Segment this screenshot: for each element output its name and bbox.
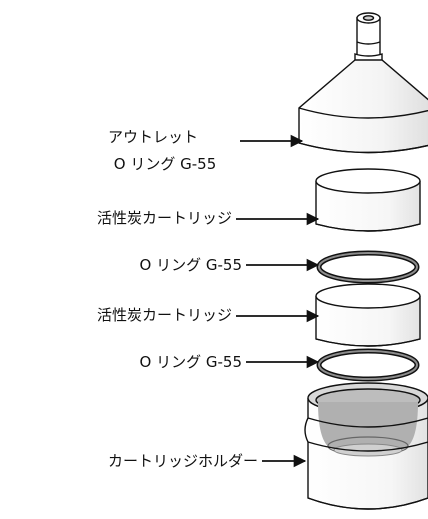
carbon-cartridge-1	[315, 168, 421, 232]
o-ring-2	[316, 250, 420, 284]
carbon-cartridge-2	[315, 283, 421, 347]
label-cartridge-holder: カートリッジホルダー	[107, 452, 258, 470]
label-outlet: アウトレット	[107, 128, 198, 146]
cartridge-holder	[304, 382, 428, 510]
label-oring-3: O リング G-55	[139, 353, 242, 371]
outlet-part	[298, 12, 428, 154]
o-ring-3	[316, 348, 420, 382]
label-carbon-cartridge-2: 活性炭カートリッジ	[96, 306, 232, 324]
label-carbon-cartridge-1: 活性炭カートリッジ	[96, 209, 232, 227]
label-oring-top: O リング G-55	[113, 155, 217, 173]
label-oring-2: O リング G-55	[139, 256, 242, 274]
